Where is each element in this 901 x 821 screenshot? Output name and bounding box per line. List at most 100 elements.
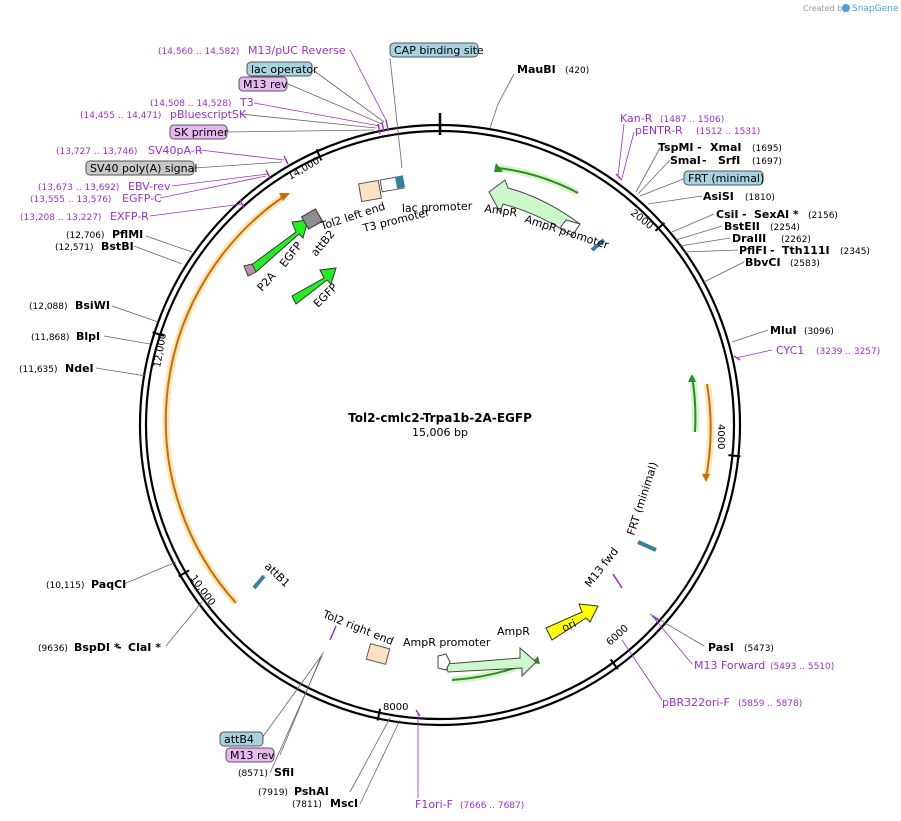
enzyme-csii-pos: (2156) [808,211,838,221]
tick-8000: 8000 [383,702,408,713]
lead-sk [225,129,375,133]
lead-bspdi [165,601,203,647]
enzyme-asisi-pos: (1810) [745,193,775,203]
primer-exfpr-pos: (13,208 .. 13,227) [20,213,101,223]
lead-ndei [95,367,147,377]
attb1-marker [252,574,266,590]
lead-csii [671,213,715,233]
lead-msci [359,719,401,805]
tick-14000: 14,000 [286,156,322,183]
credit-prefix: Created by [803,4,847,13]
ampr-bottom-arrow [445,646,537,678]
enzyme-mlui-pos: (3096) [804,327,834,337]
primer-tick-8 [733,355,741,361]
label-sv40-signal: SV40 poly(A) signal [90,162,197,175]
backbone-tick-6 [152,331,165,337]
lead-pasi [649,613,705,647]
lead-kanr [617,123,625,177]
ampr-promoter-bottom [437,653,451,671]
backbone-tick-3 [609,658,619,670]
lead-pbluescript [239,113,377,129]
green-arc-top [497,167,579,194]
lead-cyc1 [735,349,773,359]
orange-arc-right-head [702,474,710,482]
enzyme-csii-sep: - [742,208,747,221]
enzyme-msci-pos: (7811) [292,800,322,810]
backbone-tick-1 [654,222,666,232]
box-m13rev-top [238,76,288,92]
feature-m13-fwd: M13 fwd [582,545,621,590]
green-arc-right-head [688,374,696,382]
primer-sv40pa-name: SV40pA-R [148,144,203,157]
enzyme-bspdi-name: BspDI * [74,641,120,654]
box-frt-top [683,170,764,186]
enzyme-tspmi-name: TspMI [658,141,694,154]
backbone [138,123,742,727]
leader-lines [95,49,773,805]
lead-asisi [647,195,703,205]
lead-bstbi [133,245,183,265]
primer-ebv-pos: (13,673 .. 13,692) [38,183,119,193]
enzyme-asisi-name: AsiSI [703,190,734,203]
feature-ampr-bottom: AmpR [497,625,530,638]
primer-f1ori-pos: (7666 .. 7687) [460,801,524,811]
lead-paqci [123,561,177,585]
enzyme-pflfi-pos: (2345) [840,247,870,257]
lead-frt-top [639,177,687,197]
primer-tick-2 [381,121,385,133]
lead-sv40-signal [193,161,283,169]
large-arcs [162,163,715,684]
label-frt-top: FRT (minimal) [688,172,764,185]
primer-egfpc-pos: (13,555 .. 13,576) [30,195,111,205]
lead-pflfi [683,249,739,253]
feature-tol2-right: Tol2 right end [320,607,396,648]
primer-tick-10 [415,709,421,717]
primer-t3-pos: (14,508 .. 14,528) [150,99,231,109]
primer-ebv-name: EBV-rev [128,180,171,193]
primer-tick-6 [239,199,245,209]
feature-ampr-top: AmpR [484,202,519,219]
enzyme-pshai-pos: (7919) [258,788,288,798]
primer-kanr-name: Kan-R [620,112,653,125]
egfp-arrow-2 [291,267,337,305]
primer-tick-9 [651,615,659,621]
feature-ampr-promoter-bottom: AmpR promoter [403,636,491,649]
lead-mlui [731,329,769,343]
enzyme-bsiwi-pos: (12,088) [29,302,68,312]
enzyme-bbvci-pos: (2583) [790,259,820,269]
credit-brand: SnapGene [852,4,899,14]
lead-t3 [253,102,381,127]
lead-ebv [171,173,269,187]
lead-exfpr [149,203,243,217]
primer-labels: (14,560 .. 14,582) M13/pUC Reverse (14,5… [20,44,880,811]
enzyme-msci-name: MscI [330,797,358,810]
snapgene-logo-icon [842,4,850,12]
lead-cap [389,57,403,169]
enzyme-bbvci-name: BbvCI [745,256,781,269]
lead-bsteii [675,225,723,241]
primer-pbr322-name: pBR322ori-F [662,696,730,709]
orange-arc-left [164,196,284,604]
lead-smai [637,159,671,195]
lead-m13puc [349,49,387,121]
ori-arrow [545,603,599,641]
lead-tspmi [635,147,661,193]
lead-bbvci [703,261,745,283]
primer-cyc1-pos: (3239 .. 3257) [816,347,880,357]
enzyme-labels: MauBI (420) TspMI - XmaI (1695) SmaI - S… [19,63,870,810]
attb2-box [300,208,324,230]
enzyme-pflfi-sep: - [770,244,775,257]
primer-pentr-pos: (1512 .. 1531) [696,127,760,137]
lead-blpi [103,335,151,345]
enzyme-pasi-name: PasI [708,641,734,654]
enzyme-draiii-pos: (2262) [781,235,811,245]
lead-attb4 [261,651,325,739]
enzyme-smai-name: SmaI [670,154,701,167]
lead-pbr322 [621,639,663,701]
enzyme-pshai-name: PshAI [294,785,329,798]
ampr-promoter-top [559,219,581,237]
enzyme-maubi-name: MauBI [517,63,556,76]
enzyme-tspmi-sep: - [697,141,702,154]
enzyme-pasi-pos: (5473) [744,644,774,654]
green-arc-top-head [494,163,503,172]
